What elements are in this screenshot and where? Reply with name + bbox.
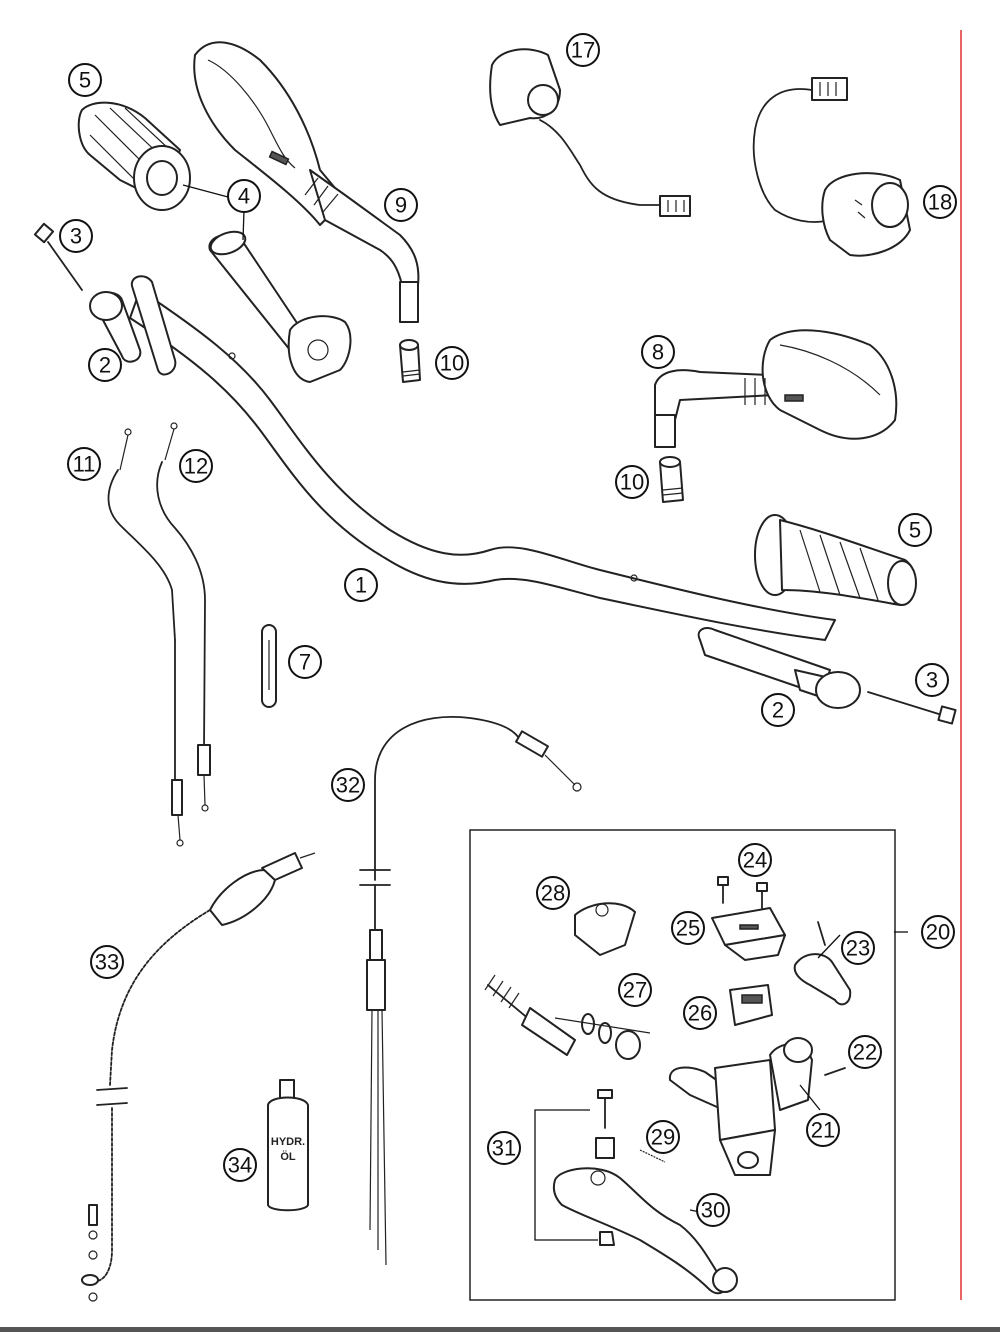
callout-1: 1: [344, 568, 378, 602]
svg-text:5: 5: [79, 68, 91, 93]
svg-text:21: 21: [811, 1118, 835, 1143]
svg-text:24: 24: [743, 848, 767, 873]
callout-10-lower: 10: [615, 465, 649, 499]
callout-9: 9: [384, 188, 418, 222]
switch-left: [489, 48, 691, 217]
throttle-cables: [107, 422, 211, 847]
callout-25: 25: [671, 911, 705, 945]
oil-label-line1: HYDR.: [271, 1136, 305, 1148]
svg-text:33: 33: [95, 950, 119, 975]
callout-31: 31: [487, 1131, 521, 1165]
part-24-screws: [717, 876, 768, 910]
callout-12: 12: [179, 449, 213, 483]
brake-group-frame: [469, 829, 896, 1301]
callout-3-lower: 3: [915, 663, 949, 697]
svg-text:11: 11: [73, 452, 96, 477]
part-30-lever: [552, 1167, 738, 1295]
callout-3-upper: 3: [59, 219, 93, 253]
switch-right: [752, 77, 911, 257]
bar-end-left: [89, 275, 177, 376]
svg-text:28: 28: [541, 881, 565, 906]
svg-text:5: 5: [909, 518, 921, 543]
part-29-spring: [639, 1149, 666, 1163]
bolt-left: [33, 222, 83, 291]
callout-2-upper: 2: [88, 348, 122, 382]
callout-7: 7: [288, 645, 322, 679]
callout-27: 27: [618, 973, 652, 1007]
svg-text:25: 25: [676, 916, 700, 941]
svg-text:31: 31: [492, 1136, 516, 1161]
callout-23: 23: [841, 931, 875, 965]
handlebar: [129, 289, 836, 641]
svg-text:34: 34: [228, 1153, 252, 1178]
bar-end-right: [697, 627, 957, 725]
svg-text:18: 18: [928, 190, 952, 215]
callout-32: 32: [331, 768, 365, 802]
svg-text:30: 30: [701, 1198, 725, 1223]
svg-text:10: 10: [620, 470, 644, 495]
mirror-right: [654, 329, 898, 448]
svg-text:22: 22: [853, 1040, 877, 1065]
callout-29: 29: [646, 1120, 680, 1154]
svg-text:10: 10: [440, 351, 464, 376]
svg-text:9: 9: [395, 193, 407, 218]
callout-11: 11: [67, 447, 101, 481]
svg-text:26: 26: [688, 1001, 712, 1026]
grip-left: [77, 101, 191, 211]
callout-21: 21: [806, 1113, 840, 1147]
grip-right: [754, 514, 917, 606]
clutch-cable: [359, 716, 582, 1266]
callout-34: 34: [223, 1148, 257, 1182]
callout-17: 17: [566, 33, 600, 67]
svg-text:3: 3: [926, 668, 938, 693]
bottom-bar: [0, 1327, 1000, 1332]
callout-26: 26: [683, 996, 717, 1030]
svg-text:17: 17: [571, 38, 595, 63]
oil-label-line2: ÖL: [280, 1150, 296, 1163]
callout-5-lower: 5: [898, 513, 932, 547]
callout-24: 24: [738, 843, 772, 877]
callout-2-lower: 2: [761, 693, 795, 727]
hydraulic-line: [81, 852, 316, 1302]
callout-5-upper: 5: [68, 63, 102, 97]
callout-8: 8: [641, 335, 675, 369]
svg-text:8: 8: [652, 340, 664, 365]
svg-text:7: 7: [299, 650, 311, 675]
part-26-seal: [729, 984, 773, 1026]
svg-text:2: 2: [772, 698, 784, 723]
part-25-cover: [711, 907, 786, 961]
callout-22: 22: [848, 1035, 882, 1069]
svg-text:20: 20: [926, 920, 950, 945]
svg-text:3: 3: [70, 224, 82, 249]
part-21-master-cylinder: [668, 1037, 846, 1176]
part-23-adjuster: [793, 921, 852, 1006]
svg-text:29: 29: [651, 1125, 675, 1150]
leader-lines: [182, 184, 908, 1213]
mirror-adapter-upper: [399, 339, 421, 383]
svg-text:27: 27: [623, 978, 647, 1003]
mirror-left: [193, 41, 420, 323]
part-27-piston: [484, 974, 651, 1060]
mirror-adapter-lower: [659, 456, 684, 503]
callout-10-upper: 10: [435, 346, 469, 380]
part-31-pivot: [534, 1089, 615, 1246]
svg-text:1: 1: [355, 573, 367, 598]
callout-30: 30: [696, 1193, 730, 1227]
svg-text:2: 2: [99, 353, 111, 378]
callout-4: 4: [227, 179, 261, 213]
cable-clip: [261, 624, 277, 708]
svg-text:4: 4: [238, 184, 250, 209]
svg-text:32: 32: [336, 773, 360, 798]
throttle-tube: [208, 230, 352, 383]
svg-text:23: 23: [846, 936, 870, 961]
svg-text:12: 12: [184, 454, 208, 479]
part-28-clamp: [574, 902, 636, 956]
callout-20: 20: [921, 915, 955, 949]
callout-18: 18: [923, 185, 957, 219]
callout-33: 33: [90, 945, 124, 979]
oil-bottle: [267, 1079, 309, 1212]
callout-28: 28: [536, 876, 570, 910]
